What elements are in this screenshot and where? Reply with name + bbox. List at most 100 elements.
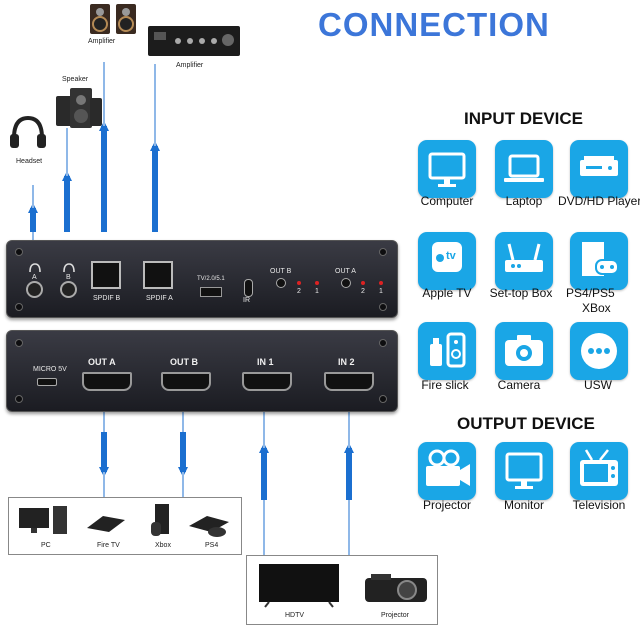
audio-jack-a[interactable] (26, 281, 43, 298)
out-b-label: OUT B (270, 268, 292, 275)
apple-tv-tile: tv (418, 232, 476, 290)
dvd-player-label: DVD/HD Player (558, 194, 640, 208)
screw (379, 303, 387, 311)
monitor-label: Monitor (503, 498, 544, 512)
laptop-tile (495, 140, 553, 198)
headset-label: Headset (16, 158, 43, 165)
audio-jack-b[interactable] (60, 281, 77, 298)
out-a-label: OUT A (335, 268, 356, 275)
camera-icon (505, 335, 543, 366)
pc-label: PC (41, 542, 51, 549)
headphone-icon (63, 263, 75, 273)
ps4-icon (189, 516, 229, 537)
spdif-b-port[interactable] (91, 261, 121, 289)
set-top-box-icon (505, 243, 543, 272)
speaker: Speaker (54, 76, 104, 132)
screw (379, 395, 387, 403)
hdmi-out-a-port[interactable] (82, 372, 132, 391)
set-top-box-label: Set-top Box (489, 286, 553, 300)
in-2-port-label: IN 2 (338, 357, 355, 367)
camera-label: Camera (497, 378, 541, 392)
jack-a-label: A (32, 274, 37, 281)
screw (15, 395, 23, 403)
screw (379, 248, 387, 256)
page-title: CONNECTION (318, 6, 550, 43)
fire-stick-label: Fire slick (421, 378, 469, 392)
hdmi-in-2-port[interactable] (324, 372, 374, 391)
amplifier-unit-icon (148, 26, 240, 56)
ir-port[interactable] (244, 279, 253, 297)
more-dots-icon (581, 333, 617, 369)
xbox-icon (151, 504, 169, 536)
micro-5v-label: MICRO 5V (33, 366, 67, 373)
usw-label: USW (584, 378, 612, 392)
game-console-label: PS4/PS5 (566, 286, 615, 300)
audio-mode-switch[interactable] (200, 287, 222, 297)
fire-tv-label: Fire TV (97, 542, 120, 549)
ir-label: IR (243, 297, 250, 304)
switch-front-panel: MICRO 5V OUT A OUT B IN 1 IN 2 (6, 330, 398, 412)
projector-tile-label: Projector (422, 498, 472, 512)
speaker-label: Speaker (62, 76, 89, 83)
television-tile (570, 442, 628, 500)
source-devices-box: HDTV Projector (246, 555, 438, 625)
apple-tv-label: Apple TV (422, 286, 472, 300)
monitor-icon (505, 452, 543, 489)
screw (15, 303, 23, 311)
out-a-button[interactable] (341, 278, 351, 288)
output-device-heading: OUTPUT DEVICE (457, 414, 595, 433)
headphone-icon (29, 263, 41, 273)
dvd-player-tile (570, 140, 628, 198)
bookshelf-speakers-icon (90, 4, 136, 34)
computer-label: Computer (420, 194, 474, 208)
led-indicator (297, 281, 301, 285)
speaker-system-icon (56, 88, 102, 128)
out-a-port-label: OUT A (88, 357, 116, 367)
hdmi-in-1-port[interactable] (242, 372, 292, 391)
laptop-label: Laptop (505, 194, 543, 208)
micro-usb-port[interactable] (37, 378, 57, 386)
projector-icon (426, 449, 470, 486)
fire-tv-icon (87, 516, 125, 532)
hdtv-icon (259, 564, 339, 608)
laptop-icon (504, 154, 544, 182)
out-b-button[interactable] (276, 278, 286, 288)
pc-icon (19, 506, 67, 534)
amplifier-2-label: Amplifier (176, 62, 204, 69)
screw (15, 248, 23, 256)
spdif-a-label: SPDIF A (146, 295, 173, 302)
headset-icon (10, 115, 46, 148)
switch-rear-panel: A B SPDIF B SPDIF A TV/2.0/5.1 IR OUT B … (6, 240, 398, 318)
apple-tv-badge: tv (446, 250, 456, 262)
output-devices-box: PC Fire TV Xbox PS4 (8, 497, 242, 555)
out-b-port-label: OUT B (170, 357, 198, 367)
monitor-icon (428, 152, 466, 187)
fire-stick-icon (430, 332, 466, 368)
amplifier-1-label: Amplifier (88, 38, 116, 45)
screw (379, 339, 387, 347)
led-indicator (315, 281, 319, 285)
projector-icon (365, 574, 427, 602)
in-1-port-label: IN 1 (257, 357, 274, 367)
spdif-a-port[interactable] (143, 261, 173, 289)
input-device-heading: INPUT DEVICE (464, 109, 584, 128)
monitor-tile (495, 442, 553, 500)
led-a-2-label: 2 (361, 288, 365, 295)
ps4-label: PS4 (205, 542, 219, 549)
led-a-1-label: 1 (379, 288, 383, 295)
audio-mode-label: TV/2.0/5.1 (197, 276, 225, 282)
fire-stick-tile (418, 322, 476, 380)
amplifier-2: Amplifier (146, 24, 246, 72)
usw-tile (570, 322, 628, 380)
television-icon (580, 449, 618, 486)
game-console-label-2: XBox (582, 301, 611, 315)
jack-b-label: B (66, 274, 71, 281)
hdmi-out-b-port[interactable] (161, 372, 211, 391)
xbox-label: Xbox (155, 542, 171, 549)
game-console-tile (570, 232, 628, 290)
led-b-2-label: 2 (297, 288, 301, 295)
apple-tv-icon (432, 242, 462, 272)
computer-tile (418, 140, 476, 198)
set-top-box-tile (495, 232, 553, 290)
